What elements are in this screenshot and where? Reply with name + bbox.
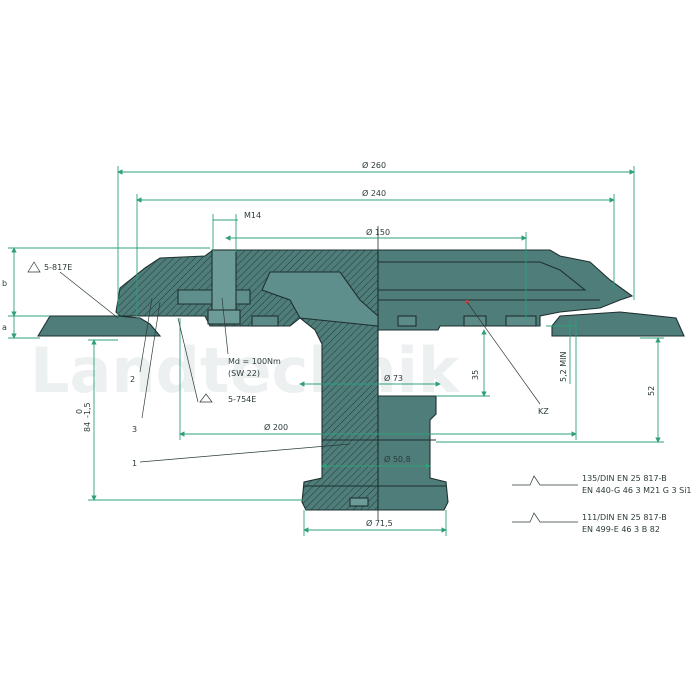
dim-d508: Ø 50,8 bbox=[384, 454, 411, 464]
dim-d200: Ø 200 bbox=[264, 422, 288, 432]
dim-a: a bbox=[2, 323, 7, 332]
dimension-lines bbox=[8, 166, 664, 536]
spec-note-1-line1: 135/DIN EN 25 817-B bbox=[582, 474, 667, 483]
dim-d73: Ø 73 bbox=[384, 373, 403, 383]
torque-label: Md = 100Nm bbox=[228, 357, 281, 366]
dim-84: 84 bbox=[83, 422, 92, 432]
spec-note-2-line2: EN 499-E 46 3 B 82 bbox=[582, 525, 660, 534]
dim-m14: M14 bbox=[244, 211, 261, 220]
tol-lower: -1,5 bbox=[83, 402, 92, 418]
flange-right bbox=[551, 311, 685, 337]
dim-5-2-min: 5,2 MIN bbox=[559, 351, 568, 382]
dim-d240: Ø 240 bbox=[362, 188, 386, 198]
dim-d260: Ø 260 bbox=[362, 160, 386, 170]
hub-body-right bbox=[377, 249, 634, 511]
dim-d150: Ø 150 bbox=[366, 227, 390, 237]
dim-b: b bbox=[2, 279, 7, 288]
leader-lines bbox=[27, 261, 578, 523]
dim-d715: Ø 71,5 bbox=[366, 518, 393, 528]
part-number-2: 2 bbox=[130, 375, 135, 384]
spec-note-1-line2: EN 440-G 46 3 M21 G 3 Si1 bbox=[582, 486, 692, 495]
part-number-3: 3 bbox=[132, 425, 137, 434]
weld-symbol-top: 5-817E bbox=[44, 263, 72, 272]
dim-52: 52 bbox=[647, 386, 656, 396]
watermark: Landtechnik bbox=[30, 334, 461, 407]
kz-label: KZ bbox=[538, 407, 549, 416]
dim-35: 35 bbox=[471, 370, 480, 380]
labels: Ø 260 Ø 240 M14 Ø 150 Ø 73 Ø 200 Ø 50,8 … bbox=[2, 160, 692, 534]
wrench-size-label: (SW 22) bbox=[228, 369, 260, 378]
tol-upper: 0 bbox=[75, 409, 84, 414]
flange-left bbox=[37, 315, 162, 337]
weld-symbol-bottom: 5-754E bbox=[228, 395, 256, 404]
part-number-1: 1 bbox=[132, 459, 137, 468]
spec-note-2-line1: 111/DIN EN 25 817-B bbox=[582, 513, 667, 522]
